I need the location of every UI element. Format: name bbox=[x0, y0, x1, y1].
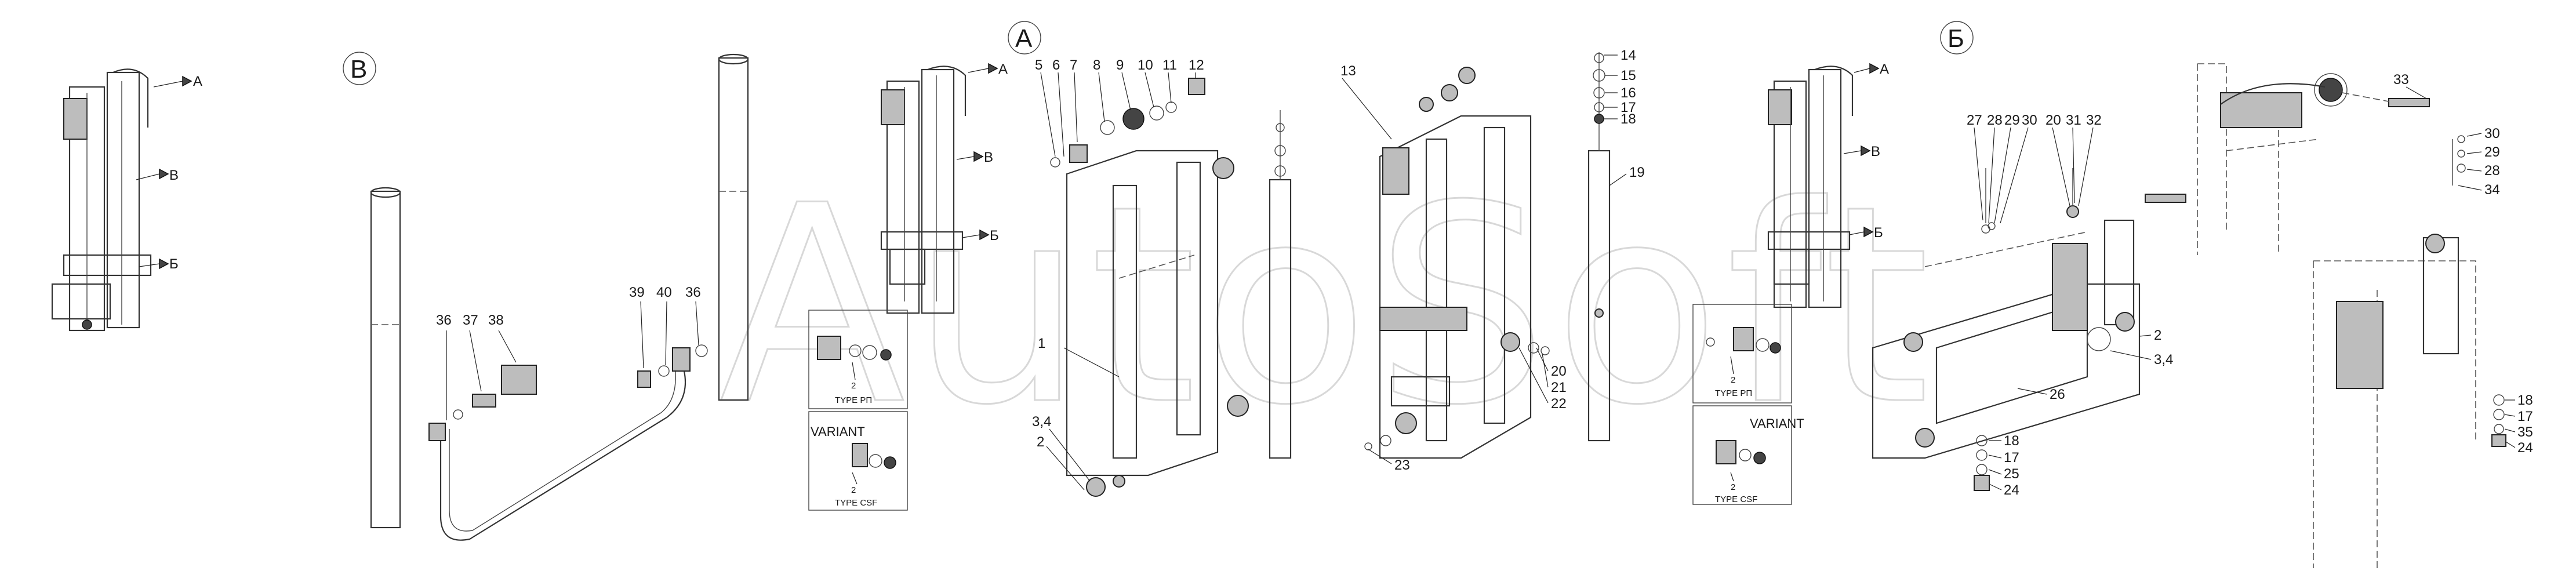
callout-30b: 30 bbox=[2484, 126, 2500, 141]
inset-boxes-2: 2 TYPE РП VARIANT 2 TYPE CSF bbox=[1692, 304, 1804, 505]
watermark-text: AutoSoft bbox=[719, 147, 1936, 464]
view-b-carriage: Б 27 28 29 30 2 bbox=[1872, 21, 2173, 498]
callout-34: 34 bbox=[2484, 182, 2500, 198]
callout-24b: 24 bbox=[2517, 440, 2533, 456]
callout-15: 15 bbox=[1621, 68, 1636, 83]
mast-pointer-b-right: Б bbox=[1874, 225, 1883, 241]
callout-24: 24 bbox=[2004, 482, 2019, 498]
callout-22: 22 bbox=[1551, 396, 1567, 412]
inset2-type-rp: TYPE РП bbox=[1715, 388, 1752, 398]
callout-34b: 3,4 bbox=[2154, 352, 2173, 368]
callout-28: 28 bbox=[1987, 112, 2003, 128]
callout-20b: 20 bbox=[2045, 112, 2061, 128]
callout-9: 9 bbox=[1116, 57, 1124, 73]
callout-35: 35 bbox=[2517, 424, 2533, 440]
callout-11: 11 bbox=[1162, 57, 1177, 73]
mast-pointer-v-right: В bbox=[1871, 144, 1880, 159]
callout-2a: 2 bbox=[1037, 434, 1044, 450]
callout-18: 18 bbox=[1621, 111, 1636, 127]
mast-pointer-a-right: А bbox=[1880, 61, 1889, 77]
mast-pointer-a-mid: А bbox=[998, 61, 1008, 77]
callout-28b: 28 bbox=[2484, 163, 2500, 179]
inset1-type-rp: TYPE РП bbox=[835, 395, 872, 405]
inset1-num-2a: 2 bbox=[851, 381, 856, 391]
callout-17: 17 bbox=[1621, 100, 1636, 115]
view-a-assembly: А 5 6 7 bbox=[1008, 21, 1292, 497]
inset-boxes-1: 2 TYPE РП VARIANT 2 TYPE CSF bbox=[808, 310, 908, 511]
mast-overview-middle: А В Б bbox=[880, 61, 1008, 314]
callout-18b: 18 bbox=[2004, 433, 2019, 449]
callout-2b: 2 bbox=[2154, 328, 2161, 343]
callout-5: 5 bbox=[1035, 57, 1042, 73]
view-far-right-mast: 33 30 29 28 34 18 17 35 24 bbox=[2145, 63, 2533, 568]
callout-13: 13 bbox=[1340, 63, 1356, 79]
callout-17c: 17 bbox=[2517, 409, 2533, 424]
callout-10: 10 bbox=[1138, 57, 1153, 73]
mast-pointer-a-left: А bbox=[193, 74, 202, 89]
inset2-num-2c: 2 bbox=[1731, 375, 1735, 385]
callout-1: 1 bbox=[1038, 336, 1045, 351]
callout-23: 23 bbox=[1394, 457, 1410, 473]
callout-18c: 18 bbox=[2517, 392, 2533, 408]
inset1-num-2b: 2 bbox=[851, 485, 856, 495]
inset1-type-csf: TYPE CSF bbox=[835, 498, 877, 508]
mast-overview-right: А В Б bbox=[1767, 61, 1889, 308]
callout-29b: 29 bbox=[2484, 144, 2500, 160]
view-v-hydraulics: В 36 37 38 39 40 36 bbox=[343, 52, 749, 541]
callout-33: 33 bbox=[2393, 72, 2409, 88]
callout-19: 19 bbox=[1629, 165, 1645, 180]
callout-36b: 36 bbox=[685, 285, 701, 300]
mast-pointer-v-mid: В bbox=[984, 150, 993, 165]
callout-30: 30 bbox=[2022, 112, 2037, 128]
callout-12: 12 bbox=[1189, 57, 1204, 73]
mast-overview-left: А В Б bbox=[51, 68, 202, 332]
callout-17b: 17 bbox=[2004, 450, 2019, 466]
callout-6: 6 bbox=[1052, 57, 1060, 73]
mast-pointer-b-left: Б bbox=[169, 256, 179, 272]
callout-7: 7 bbox=[1070, 57, 1077, 73]
view-v-label: В bbox=[350, 55, 367, 83]
inner-mast-assembly: 13 14 15 16 17 18 19 20 21 22 23 bbox=[1340, 48, 1645, 473]
mast-pointer-b-mid: Б bbox=[990, 228, 999, 243]
mast-pointer-v-left: В bbox=[169, 168, 179, 183]
callout-36: 36 bbox=[436, 312, 452, 328]
callout-38: 38 bbox=[488, 312, 504, 328]
inset2-type-csf: TYPE CSF bbox=[1715, 495, 1757, 504]
callout-20: 20 bbox=[1551, 363, 1567, 379]
callout-32: 32 bbox=[2086, 112, 2102, 128]
callout-25: 25 bbox=[2004, 466, 2019, 482]
callout-27: 27 bbox=[1967, 112, 1982, 128]
callout-29: 29 bbox=[2004, 112, 2020, 128]
inset2-num-2d: 2 bbox=[1731, 482, 1735, 492]
inset1-variant: VARIANT bbox=[811, 424, 865, 439]
callout-16: 16 bbox=[1621, 85, 1636, 101]
view-a-label: А bbox=[1015, 24, 1033, 53]
callout-21: 21 bbox=[1551, 380, 1567, 395]
callout-14: 14 bbox=[1621, 48, 1636, 63]
callout-40: 40 bbox=[656, 285, 672, 300]
callout-31: 31 bbox=[2066, 112, 2081, 128]
inset2-variant: VARIANT bbox=[1750, 416, 1804, 431]
view-b-label: Б bbox=[1948, 24, 1964, 53]
callout-39: 39 bbox=[629, 285, 645, 300]
callout-26: 26 bbox=[2050, 387, 2065, 402]
callout-8: 8 bbox=[1093, 57, 1100, 73]
callout-34a: 3,4 bbox=[1032, 414, 1051, 430]
callout-37: 37 bbox=[463, 312, 478, 328]
